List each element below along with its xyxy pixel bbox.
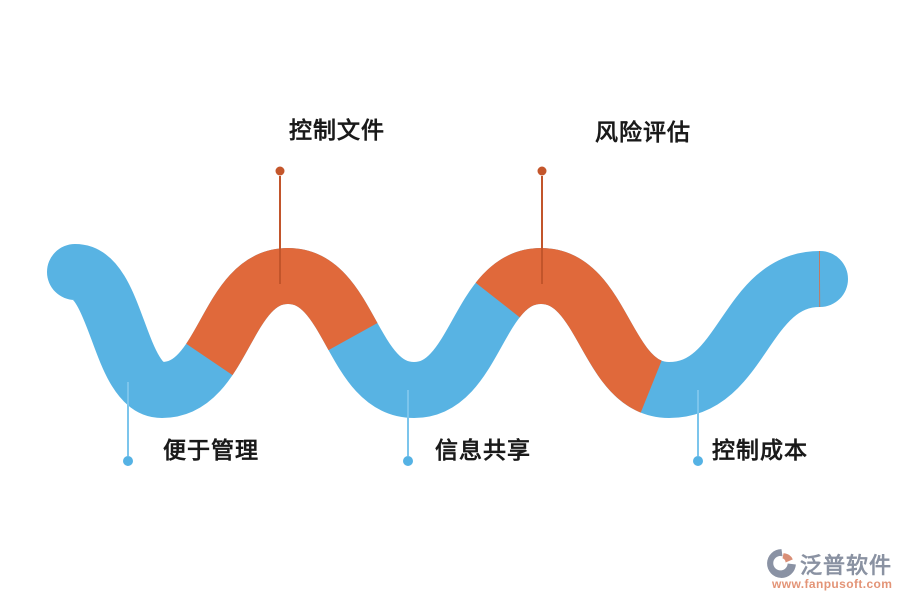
step-label-risk-assessment: 风险评估 <box>595 119 691 145</box>
fanpu-logo-icon <box>767 549 796 578</box>
step-label-cost-control: 控制成本 <box>712 437 808 463</box>
watermark-brand-text: 泛普软件 <box>800 552 893 578</box>
leader-dot-trough1 <box>123 456 133 466</box>
step-label-information-sharing: 信息共享 <box>435 437 531 463</box>
watermark: 泛普软件 www.fanpusoft.com <box>766 547 898 591</box>
step-label-control-documents: 控制文件 <box>289 117 385 143</box>
step-label-easy-management: 便于管理 <box>163 437 259 463</box>
leader-dot-peak2 <box>537 166 547 176</box>
leader-dot-peak1 <box>275 166 285 176</box>
leader-dot-trough2 <box>403 456 413 466</box>
watermark-url-text: www.fanpusoft.com <box>772 577 893 591</box>
ribbon-blue-base <box>47 244 848 418</box>
leader-dot-trough3 <box>693 456 703 466</box>
